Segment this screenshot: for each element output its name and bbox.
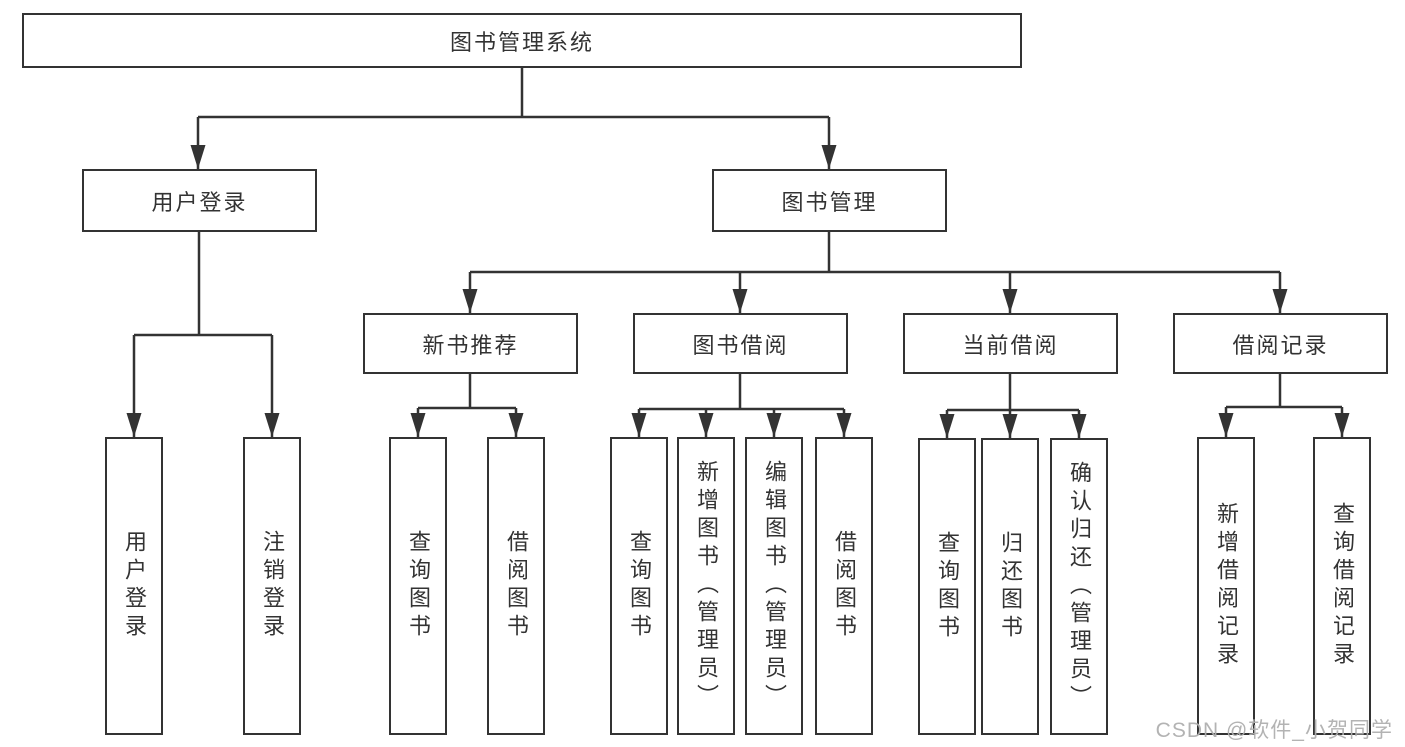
leaf-logout: 注销登录 (243, 437, 301, 735)
node-new-book-recommend: 新书推荐 (363, 313, 578, 374)
leaf-query-books-recommend: 查询图书 (389, 437, 447, 735)
leaf-add-book-admin: 新增图书（管理员） (677, 437, 735, 735)
node-book-management: 图书管理 (712, 169, 947, 232)
connector-root-to-level2 (190, 68, 837, 169)
node-book-borrow: 图书借阅 (633, 313, 848, 374)
node-library-management-system: 图书管理系统 (22, 13, 1022, 68)
leaf-add-borrow-record: 新增借阅记录 (1197, 437, 1255, 735)
node-user-login: 用户登录 (82, 169, 317, 232)
leaf-query-books-current: 查询图书 (918, 438, 976, 735)
csdn-watermark: CSDN @软件_小贺同学 (1155, 719, 1393, 742)
leaf-borrow-books-recommend: 借阅图书 (487, 437, 545, 735)
connector-borrow-to-leaves (631, 374, 852, 437)
connector-recommend-to-leaves (410, 374, 524, 437)
leaf-edit-book-admin: 编辑图书（管理员） (745, 437, 803, 735)
connector-records-to-leaves (1218, 374, 1350, 437)
leaf-confirm-return-admin: 确认归还（管理员） (1050, 438, 1108, 735)
leaf-borrow-books: 借阅图书 (815, 437, 873, 735)
connector-management-to-level3 (462, 232, 1288, 313)
node-current-borrow: 当前借阅 (903, 313, 1118, 374)
connector-current-to-leaves (939, 374, 1087, 438)
connector-login-to-leaves (126, 232, 280, 437)
node-borrow-records: 借阅记录 (1173, 313, 1388, 374)
leaf-query-borrow-record: 查询借阅记录 (1313, 437, 1371, 735)
leaf-query-books-borrow: 查询图书 (610, 437, 668, 735)
leaf-return-book: 归还图书 (981, 438, 1039, 735)
leaf-user-login: 用户登录 (105, 437, 163, 735)
